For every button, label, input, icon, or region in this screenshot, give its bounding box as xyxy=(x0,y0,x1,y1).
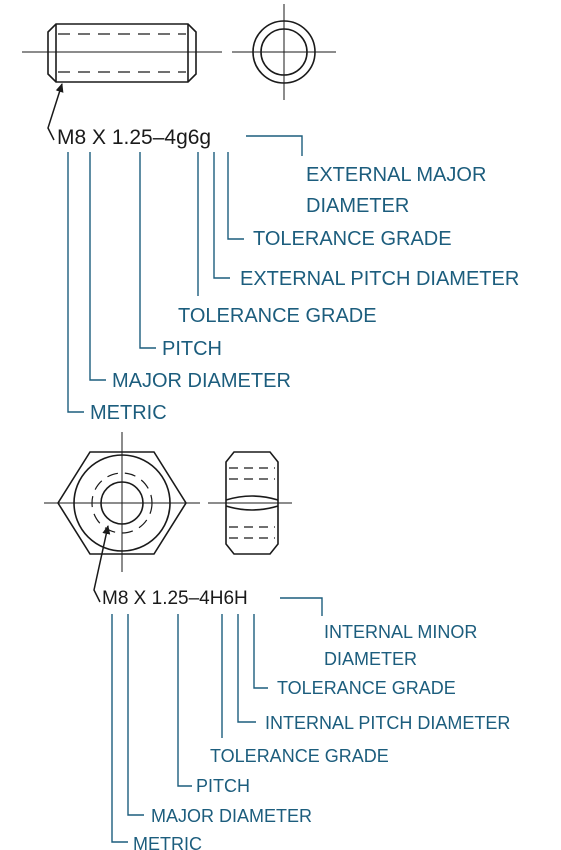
internal-callout-metric: METRIC xyxy=(133,834,202,850)
external-callout-metric: METRIC xyxy=(90,402,167,424)
internal-callout-pitch: PITCH xyxy=(196,776,250,796)
external-callout-tolerance-grade-1: TOLERANCE GRADE xyxy=(253,228,452,250)
external-designation: M8 X 1.25–4g6g xyxy=(57,126,211,149)
external-callout-lines xyxy=(67,135,303,413)
internal-callout-lines xyxy=(111,597,323,843)
external-callout-pitch-diameter: EXTERNAL PITCH DIAMETER xyxy=(240,268,519,290)
set-screw-side-view xyxy=(22,23,222,83)
internal-callout-minor-line1: INTERNAL MINOR xyxy=(324,622,477,642)
internal-callout-minor-line2: DIAMETER xyxy=(324,649,417,669)
hex-nut-top-view xyxy=(44,432,200,572)
internal-designation: M8 X 1.25–4H6H xyxy=(102,588,248,609)
internal-callout-tolerance-grade-1: TOLERANCE GRADE xyxy=(277,678,456,698)
external-callout-major-line1: EXTERNAL MAJOR xyxy=(306,164,486,186)
hex-nut-side-view xyxy=(208,451,292,555)
external-leader-arrow xyxy=(47,83,64,141)
internal-leader-arrow xyxy=(93,525,111,603)
internal-callout-tolerance-grade-2: TOLERANCE GRADE xyxy=(210,746,389,766)
external-callout-pitch: PITCH xyxy=(162,338,222,360)
external-callout-major-line2: DIAMETER xyxy=(306,195,409,217)
internal-callout-pitch-diameter: INTERNAL PITCH DIAMETER xyxy=(265,713,510,733)
internal-callout-major-diameter: MAJOR DIAMETER xyxy=(151,806,312,826)
external-callout-tolerance-grade-2: TOLERANCE GRADE xyxy=(178,305,377,327)
set-screw-end-view xyxy=(232,4,336,100)
external-callout-major-diameter: MAJOR DIAMETER xyxy=(112,370,291,392)
